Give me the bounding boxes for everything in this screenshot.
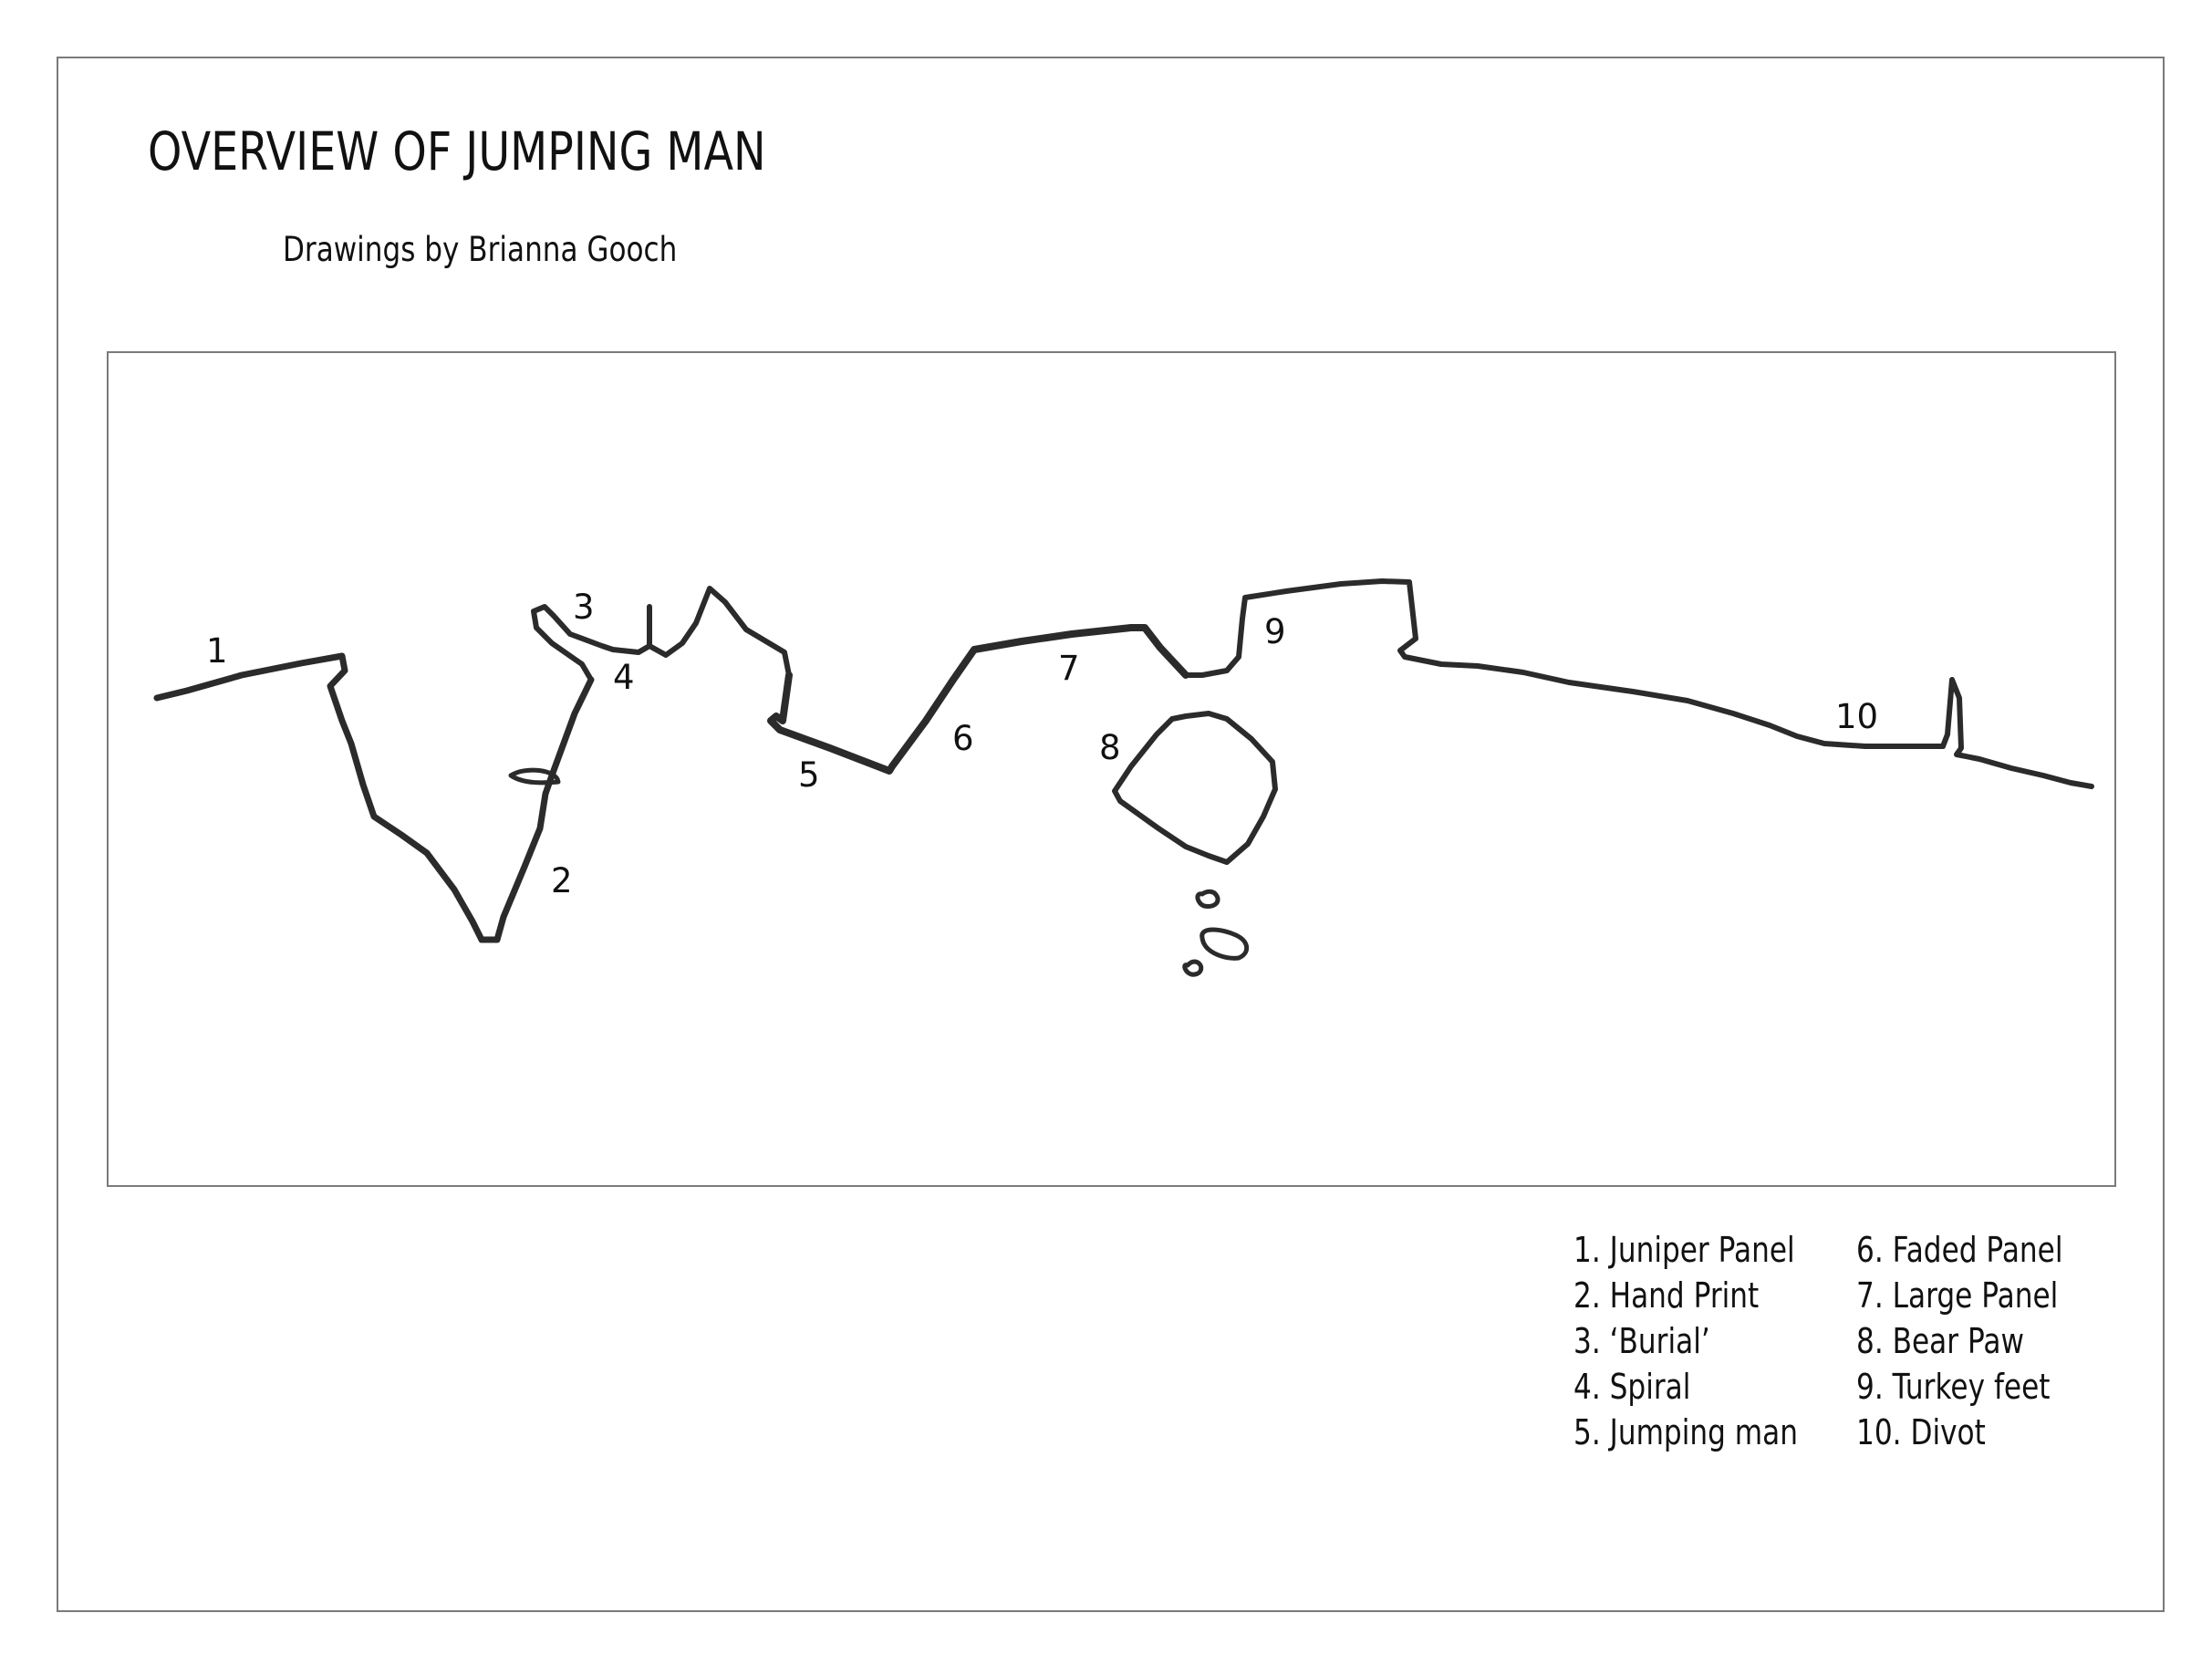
legend-item: 9. Turkey feet bbox=[1856, 1367, 2051, 1407]
legend-item: 8. Bear Paw bbox=[1856, 1321, 2024, 1361]
bear-paw-pad-1 bbox=[1195, 889, 1220, 909]
bear-paw-pad-2 bbox=[1199, 927, 1250, 961]
cave-outline-burial bbox=[531, 586, 792, 682]
legend-item: 7. Large Panel bbox=[1856, 1275, 2059, 1316]
legend-item: 5. Jumping man bbox=[1573, 1412, 1798, 1452]
cave-outline-jumping-man bbox=[767, 624, 1189, 775]
legend: 1. Juniper Panel 2. Hand Print 3. ‘Buria… bbox=[1573, 1230, 2093, 1458]
bear-paw-pad-3 bbox=[1182, 959, 1204, 977]
legend-item: 3. ‘Burial’ bbox=[1573, 1321, 1710, 1361]
page-subtitle: Drawings by Brianna Gooch bbox=[283, 230, 678, 269]
map-label-9: 9 bbox=[1264, 612, 1286, 651]
cave-outline-left bbox=[153, 652, 595, 943]
cave-outline-large-panel bbox=[1183, 578, 2094, 789]
map-label-10: 10 bbox=[1835, 697, 1878, 736]
map-label-4: 4 bbox=[613, 658, 635, 697]
map-label-3: 3 bbox=[573, 588, 595, 627]
map-label-6: 6 bbox=[952, 719, 974, 758]
map-label-8: 8 bbox=[1099, 728, 1121, 767]
map-label-5: 5 bbox=[798, 755, 820, 795]
legend-item: 1. Juniper Panel bbox=[1573, 1230, 1795, 1270]
page-border bbox=[57, 57, 2165, 1612]
legend-item: 10. Divot bbox=[1856, 1412, 1986, 1452]
legend-item: 6. Faded Panel bbox=[1856, 1230, 2063, 1270]
map-label-2: 2 bbox=[551, 861, 573, 900]
legend-item: 2. Hand Print bbox=[1573, 1275, 1760, 1316]
page-title: OVERVIEW OF JUMPING MAN bbox=[148, 120, 766, 182]
legend-item: 4. Spiral bbox=[1573, 1367, 1691, 1407]
map-frame bbox=[107, 351, 2116, 1187]
cave-ledge bbox=[508, 767, 561, 786]
map-label-1: 1 bbox=[206, 631, 228, 671]
bear-paw-outline bbox=[1112, 711, 1278, 865]
map-label-7: 7 bbox=[1058, 649, 1080, 688]
